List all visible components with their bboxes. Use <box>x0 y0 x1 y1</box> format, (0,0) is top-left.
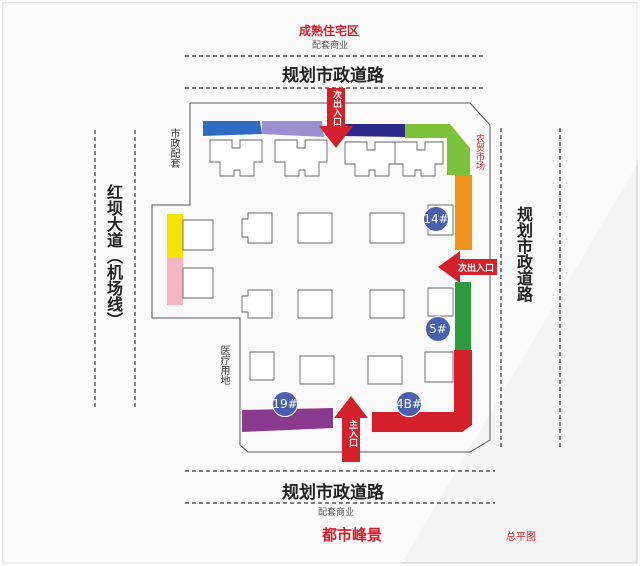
north-entrance-label: 次出入口 <box>331 90 341 126</box>
west-road-label: 红坝大道（机场线） <box>104 184 123 328</box>
market-label: 农贸市场 <box>474 134 484 170</box>
south-area-subtitle: 配套商业 <box>318 508 355 518</box>
building-r4c3 <box>367 355 403 385</box>
building-w1 <box>182 219 214 251</box>
building-r3c1 <box>241 289 273 319</box>
building-r4c1 <box>249 351 275 381</box>
building-w2 <box>182 267 214 299</box>
project-name: 都市峰景 <box>322 526 383 544</box>
building-14-marker[interactable]: 14# <box>423 206 449 232</box>
band-blue <box>203 121 262 136</box>
band-pink <box>167 258 183 305</box>
building-n3 <box>344 141 398 177</box>
building-r3c4 <box>427 287 454 317</box>
band-yellow <box>167 214 183 258</box>
road-lines <box>94 55 561 504</box>
east-entrance-arrow <box>438 251 497 283</box>
medical-land-label: 医疗用地 <box>218 345 229 385</box>
south-entrance-label: 主入口 <box>347 420 357 447</box>
north-entrance-arrow <box>319 88 353 148</box>
band-red <box>372 350 472 432</box>
building-19-marker[interactable]: 19# <box>272 391 298 417</box>
south-entrance-arrow <box>334 396 368 462</box>
east-road-label: 规划市政道路 <box>514 206 533 302</box>
building-n1 <box>209 139 263 177</box>
site-boundary <box>151 102 491 453</box>
plan-caption: 总平图 <box>506 532 536 543</box>
building-r3c2 <box>297 289 333 319</box>
east-entrance-label: 次出入口 <box>458 264 495 274</box>
building-5-marker[interactable]: 5# <box>425 316 451 342</box>
band-purple <box>242 408 333 432</box>
band-orange <box>455 175 472 250</box>
building-r3c3 <box>369 289 405 319</box>
building-r4c2 <box>299 355 335 385</box>
municipal-facility-label: 市政配套 <box>168 128 179 168</box>
building-r2c1 <box>241 212 273 244</box>
north-area-name: 成熟住宅区 <box>299 24 360 38</box>
band-navy <box>340 124 405 137</box>
north-road-label: 规划市政道路 <box>282 66 384 86</box>
building-r2c3 <box>369 212 405 244</box>
building-r2c2 <box>297 212 333 244</box>
building-4b-marker[interactable]: 4B# <box>396 391 422 417</box>
band-lime <box>405 124 470 175</box>
building-n4 <box>394 141 444 177</box>
north-area-subtitle: 配套商业 <box>312 41 349 51</box>
building-n2 <box>274 139 328 177</box>
band-green <box>455 282 471 350</box>
background-light-band <box>3 3 640 566</box>
band-lavender <box>262 121 324 137</box>
south-road-label: 规划市政道路 <box>282 483 384 503</box>
building-r4c4 <box>424 351 454 383</box>
